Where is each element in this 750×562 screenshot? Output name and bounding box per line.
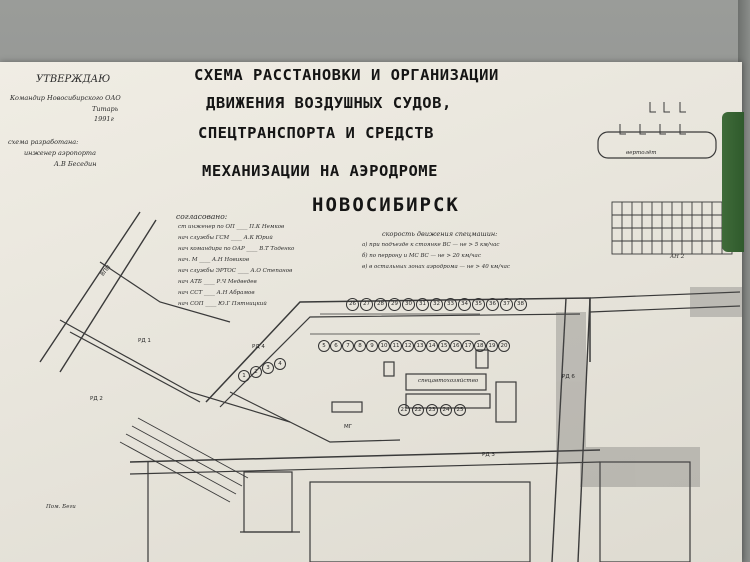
building-hangar <box>495 381 517 423</box>
title-line-1: СХЕМА РАССТАНОВКИ И ОРГАНИЗАЦИИ <box>194 66 499 84</box>
shaded-area <box>580 447 700 487</box>
approval-line1: Командир Новосибирского ОАО <box>10 94 121 102</box>
agreed-row: нач СОП ____ Ю.Г Пятницкий <box>178 301 267 307</box>
label-rd6: РД 6 <box>562 374 575 380</box>
stand-circle: 16 <box>450 340 462 352</box>
stand-circle: 32 <box>430 298 443 311</box>
stand-circle: 17 <box>462 340 474 352</box>
stand-circle: 36 <box>486 298 499 311</box>
stand-circle: 30 <box>402 298 415 311</box>
stand-circle: 1 <box>238 370 250 382</box>
label-mg: МГ <box>344 424 353 430</box>
approval-date: 1991г <box>94 115 114 123</box>
agreed-row: нач службы ЭРТОС ____ А.О Степанов <box>178 268 293 274</box>
speed-row: в) в остальных зонах аэродрома — не > 40… <box>362 264 510 270</box>
agreed-header: согласовано: <box>176 212 228 221</box>
stand-circle: 21 <box>398 404 410 416</box>
stand-circle: 8 <box>354 340 366 352</box>
stand-circle: 24 <box>440 404 452 416</box>
stand-circle: 12 <box>402 340 414 352</box>
agreed-row: нач ССТ ____ А.Н Абрамов <box>178 290 255 296</box>
speed-row: б) по перрону и МС ВС — не > 20 км/час <box>362 253 481 259</box>
stand-circle: 14 <box>426 340 438 352</box>
approval-line2: Титарь <box>92 105 119 113</box>
title-line-4: МЕХАНИЗАЦИИ НА АЭРОДРОМЕ <box>202 162 438 180</box>
stand-circle: 7 <box>342 340 354 352</box>
stand-circle: 10 <box>378 340 390 352</box>
building-spec-auto <box>405 373 487 391</box>
city-title: НОВОСИБИРСК <box>312 194 460 216</box>
developer-role: инженер аэропорта <box>24 149 96 157</box>
stand-circle: 5 <box>318 340 330 352</box>
stand-circle: 33 <box>444 298 457 311</box>
stand-circle: 23 <box>426 404 438 416</box>
agreed-row: нач службы ГСМ ____ А.К Юрий <box>178 235 273 241</box>
agreed-row: нач. М ____ А.Н Новиков <box>178 257 250 263</box>
title-line-3: СПЕЦТРАНСПОРТА И СРЕДСТВ <box>198 124 434 142</box>
stand-circle: 26 <box>346 298 359 311</box>
speed-header: скорость движения спецмашин: <box>382 230 498 238</box>
runway-left-edge <box>39 211 141 363</box>
label-spec-auto: спецавтохозяйство <box>418 378 479 384</box>
stand-circle: 4 <box>274 358 286 370</box>
stand-circle: 18 <box>474 340 486 352</box>
agreed-row: нач АТБ ____ Р.Ч Медведев <box>178 279 257 285</box>
helicopter-stands <box>619 102 686 135</box>
label-rd2: РД 2 <box>90 396 103 402</box>
speed-row: а) при подъезде к стоянке ВС — не > 5 км… <box>362 242 500 248</box>
stand-circle: 34 <box>458 298 471 311</box>
helicopter-pad <box>597 131 717 159</box>
label-rd4: РД 4 <box>252 344 265 350</box>
stand-circle: 9 <box>366 340 378 352</box>
green-object-edge <box>722 112 744 252</box>
stand-circle: 20 <box>498 340 510 352</box>
taxiway-rd3 <box>129 449 601 463</box>
approval-label: УТВЕРЖДАЮ <box>36 74 111 85</box>
stand-circle: 35 <box>472 298 485 311</box>
stand-circle: 19 <box>486 340 498 352</box>
agreed-row: нач командира по ОАР ____ В.Т Тоденко <box>178 246 295 252</box>
stand-circle: 28 <box>374 298 387 311</box>
title-line-2: ДВИЖЕНИЯ ВОЗДУШНЫХ СУДОВ, <box>206 94 452 112</box>
stand-circle: 13 <box>414 340 426 352</box>
stand-circle: 15 <box>438 340 450 352</box>
an2-apron-grid <box>611 201 733 255</box>
developed-label: схема разработана: <box>8 138 79 146</box>
developer-name: А.В Беседин <box>54 160 97 168</box>
stand-circle: 31 <box>416 298 429 311</box>
label-rd1: РД 1 <box>138 338 151 344</box>
agreed-row: ст инженер по ОП ____ П.К Немков <box>178 224 285 230</box>
stand-circle: 38 <box>514 298 527 311</box>
stand-circle: 25 <box>454 404 466 416</box>
stand-circle: 37 <box>500 298 513 311</box>
stand-circle: 22 <box>412 404 424 416</box>
stand-circle: 27 <box>360 298 373 311</box>
stand-circle: 2 <box>250 366 262 378</box>
label-post: Пом. Беги <box>46 504 76 510</box>
airfield-scheme-sheet: УТВЕРЖДАЮ Командир Новосибирского ОАО Ти… <box>0 62 742 562</box>
stand-circle: 29 <box>388 298 401 311</box>
stand-circle: 11 <box>390 340 402 352</box>
label-vertolet: вертолёт <box>626 150 657 156</box>
stand-circle: 3 <box>262 362 274 374</box>
airfield-map <box>39 102 742 562</box>
taxiway-rd6 <box>551 297 567 562</box>
stand-circle: 6 <box>330 340 342 352</box>
lower-stand-fan <box>119 417 249 503</box>
label-an2: АН 2 <box>670 254 685 260</box>
label-rd3: РД 3 <box>482 452 495 458</box>
